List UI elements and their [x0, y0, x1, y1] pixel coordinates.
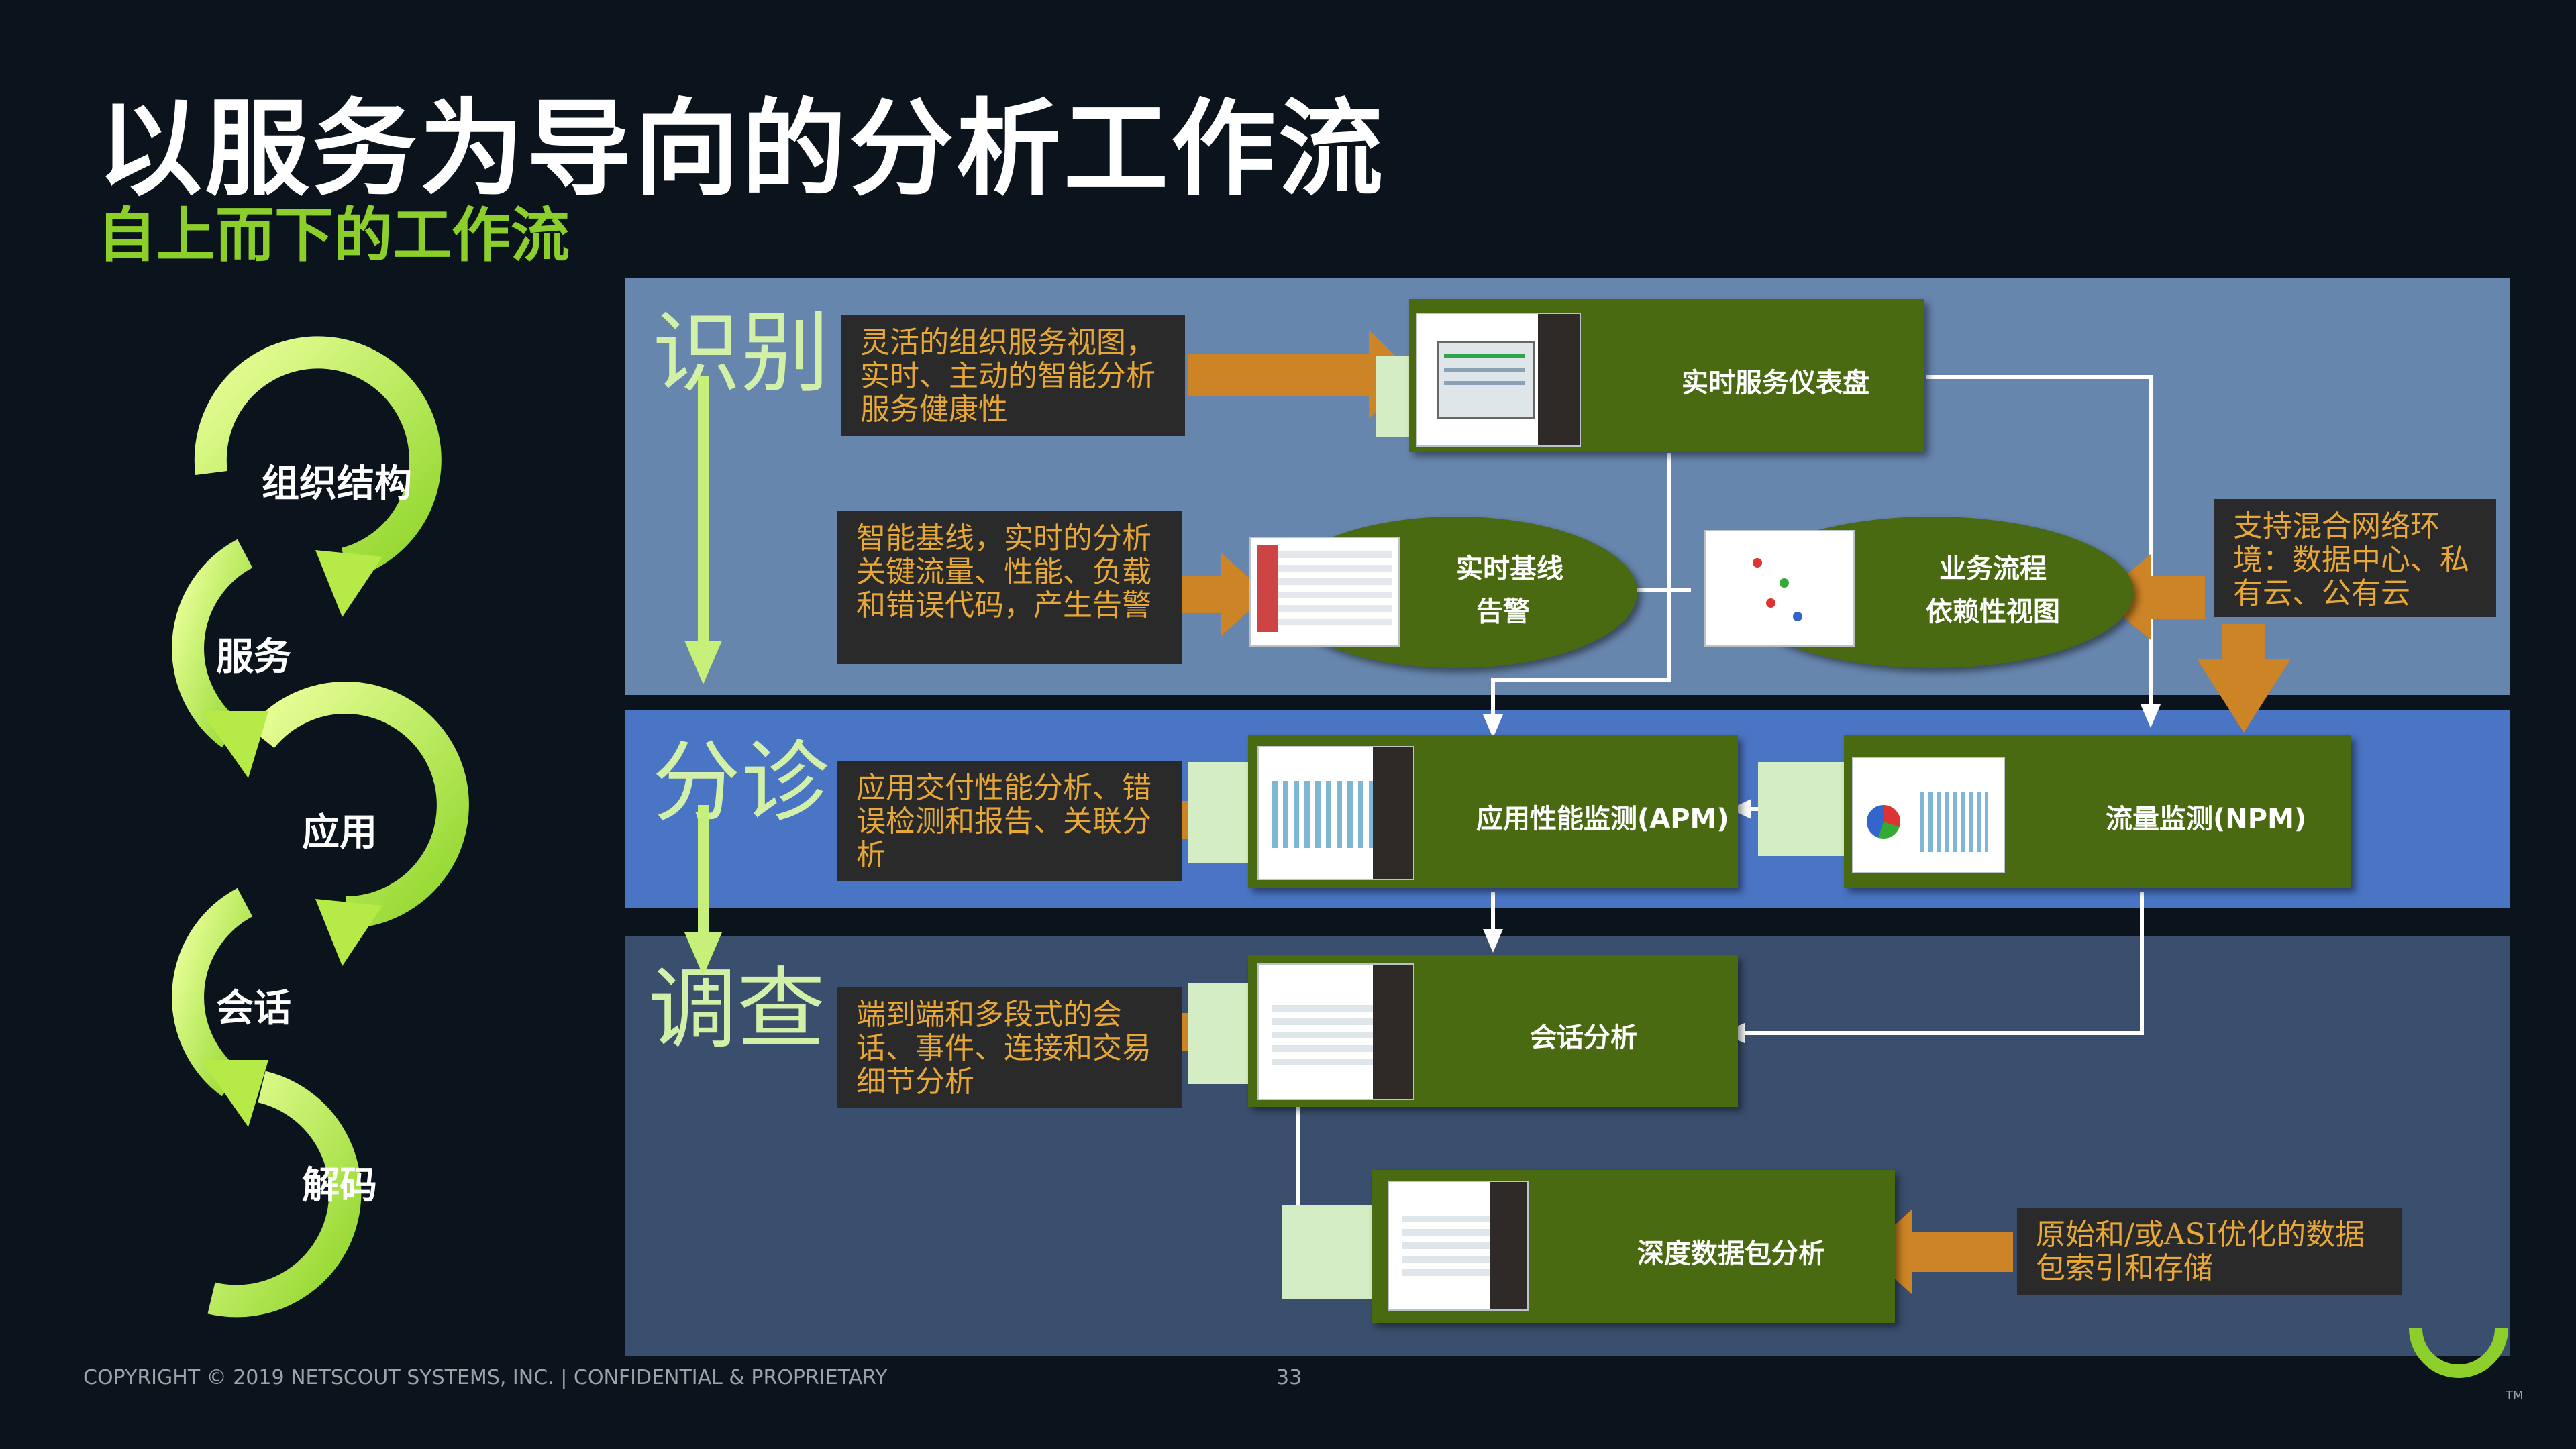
netscout-logo-icon [2409, 1328, 2508, 1378]
note-session-detail: 端到端和多段式的会话、事件、连接和交易细节分析 [837, 987, 1182, 1108]
note-apm-analysis: 应用交付性能分析、错误检测和报告、关联分析 [837, 761, 1182, 881]
box-session: 会话分析 [1248, 955, 1738, 1107]
monitor-image-packet [1388, 1181, 1529, 1311]
cycle-arc-3 [249, 682, 469, 928]
monitor-image [1416, 313, 1581, 447]
monitor-image-baseline [1249, 537, 1400, 647]
box-session-label: 会话分析 [1530, 1022, 1637, 1053]
ellipse-dependency-line2: 依赖性视图 [1926, 596, 2060, 627]
cycle-item-organization: 组织结构 [262, 462, 412, 506]
page-title: 以服务为导向的分析工作流 [97, 88, 1386, 210]
arrow-packet-note [1865, 1209, 2013, 1295]
monitor-image-dependency [1704, 530, 1855, 647]
cycle-arrowhead-3 [315, 899, 382, 966]
footer-copyright: COPYRIGHT © 2019 NETSCOUT SYSTEMS, INC. … [83, 1366, 888, 1389]
cycle-arrows-graphic [172, 336, 469, 1318]
cycle-item-decode: 解码 [302, 1164, 377, 1208]
footer-page-number: 33 [1276, 1366, 1302, 1389]
ghost-npm [1758, 762, 1845, 856]
note-hybrid-network: 支持混合网络环境：数据中心、私有云、公有云 [2214, 499, 2496, 617]
ellipse-dependency-line1: 业务流程 [1939, 553, 2047, 584]
cycle-item-service: 服务 [216, 635, 291, 679]
phase-flow-arrows [684, 376, 722, 976]
cycle-item-session: 会话 [216, 987, 291, 1030]
box-dashboard-label: 实时服务仪表盘 [1682, 368, 1869, 398]
box-packet: 深度数据包分析 [1372, 1170, 1895, 1323]
box-apm: 应用性能监测(APM) [1248, 735, 1738, 888]
page-subtitle: 自上而下的工作流 [97, 201, 570, 270]
box-npm-label: 流量监测(NPM) [2106, 804, 2307, 835]
phase-identify: 识别 [652, 302, 829, 405]
line-npm-to-session [1745, 892, 2144, 1035]
monitor-image-npm [1852, 757, 2005, 873]
ghost-apm [1188, 762, 1255, 863]
trademark-mark: TM [2506, 1389, 2524, 1403]
cycle-item-application: 应用 [302, 811, 377, 855]
note-org-view: 灵活的组织服务视图，实时、主动的智能分析服务健康性 [841, 315, 1185, 436]
monitor-image-apm [1257, 746, 1414, 880]
ghost-session [1188, 983, 1255, 1084]
note-baseline: 智能基线，实时的分析关键流量、性能、负载和错误代码，产生告警 [837, 511, 1182, 664]
arrow-org-to-dashboard [1188, 330, 1414, 419]
ellipse-baseline-line1: 实时基线 [1456, 553, 1563, 584]
box-apm-label: 应用性能监测(APM) [1476, 804, 1729, 835]
arrow-baseline-note [1182, 553, 1267, 636]
cycle-arrowhead-4 [201, 1060, 268, 1127]
phase-investigate: 调查 [648, 958, 825, 1061]
box-dashboard: 实时服务仪表盘 [1409, 299, 1924, 452]
monitor-image-session [1257, 963, 1414, 1100]
ghost-packet [1282, 1205, 1376, 1299]
arrow-hybrid-down [2197, 624, 2291, 733]
cycle-arc-5 [207, 1071, 362, 1318]
note-packet-storage: 原始和/或ASI优化的数据包索引和存储 [2017, 1208, 2402, 1295]
phase-triage: 分诊 [652, 731, 829, 835]
box-packet-label: 深度数据包分析 [1637, 1238, 1825, 1269]
cycle-arc-1 [194, 336, 442, 580]
ellipse-baseline-line2: 告警 [1476, 596, 1530, 627]
line-dashboard-to-apm [1491, 453, 1671, 724]
cycle-arrowhead-2 [201, 711, 268, 778]
cycle-arrowhead-1 [315, 550, 382, 617]
